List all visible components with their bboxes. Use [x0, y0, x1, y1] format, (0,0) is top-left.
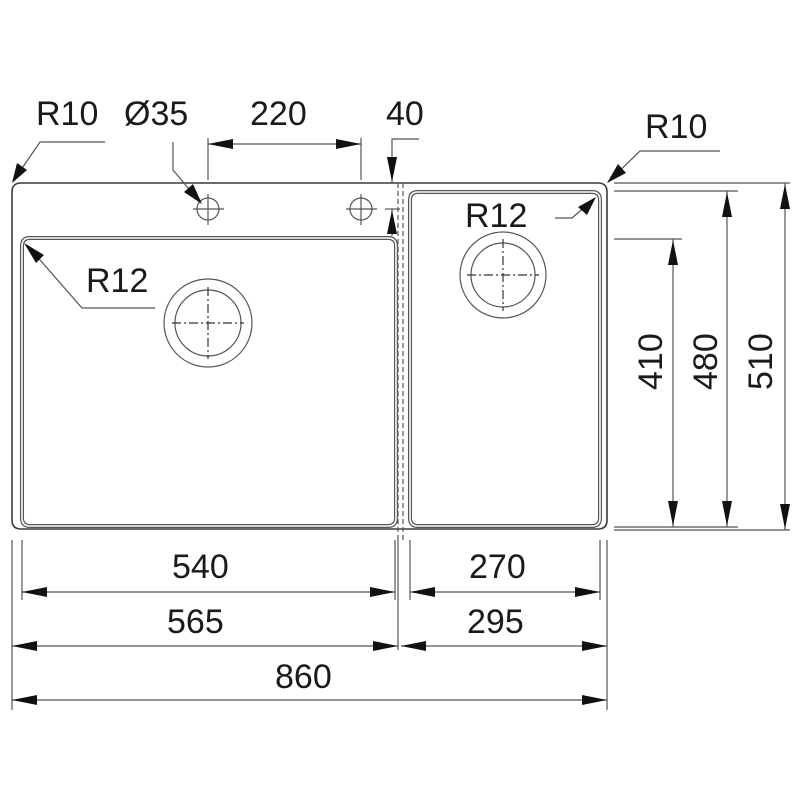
leader-r10-right — [607, 150, 720, 183]
large-bowl — [20, 236, 398, 528]
drain-large-bowl — [163, 278, 253, 368]
dim-heights-extension-lines — [614, 182, 790, 531]
label-width-large-bowl: 540 — [172, 548, 229, 586]
label-height-large-bowl: 480 — [687, 333, 725, 390]
leader-r12-left — [24, 243, 155, 309]
dim-565 — [12, 641, 398, 651]
dim-510 — [780, 183, 790, 530]
leader-r10-left — [12, 141, 105, 183]
leader-diameter — [172, 142, 202, 204]
dim-410 — [668, 239, 678, 527]
label-width-small-section: 295 — [467, 603, 524, 641]
dim-540 — [22, 587, 395, 597]
label-height-overall: 510 — [742, 333, 780, 390]
sink-outline — [11, 182, 608, 530]
label-tap-spacing: 220 — [250, 95, 307, 133]
small-bowl — [408, 190, 602, 528]
label-r12-right: R12 — [465, 197, 527, 235]
label-r12-left: R12 — [86, 262, 148, 300]
dim-40 — [385, 138, 419, 236]
drain-small-bowl — [459, 231, 547, 319]
tap-hole-left — [193, 194, 224, 225]
label-width-overall: 860 — [275, 658, 332, 696]
label-r10-right: R10 — [645, 108, 707, 146]
leader-r12-right — [555, 197, 596, 219]
dim-860 — [12, 695, 607, 705]
label-width-small-bowl: 270 — [469, 548, 526, 586]
dim-480 — [722, 191, 732, 527]
label-tap-offset: 40 — [386, 95, 424, 133]
dim-220 — [207, 138, 362, 180]
dim-270 — [410, 587, 600, 597]
dim-widths-extension-lines — [11, 540, 608, 710]
bowl-divider — [397, 183, 404, 540]
label-width-large-section: 565 — [167, 603, 224, 641]
tap-hole-right — [346, 194, 377, 225]
label-r10-left: R10 — [36, 95, 98, 133]
label-height-small-bowl: 410 — [632, 333, 670, 390]
label-tap-hole-diameter: Ø35 — [124, 95, 188, 133]
dim-295 — [401, 641, 607, 651]
